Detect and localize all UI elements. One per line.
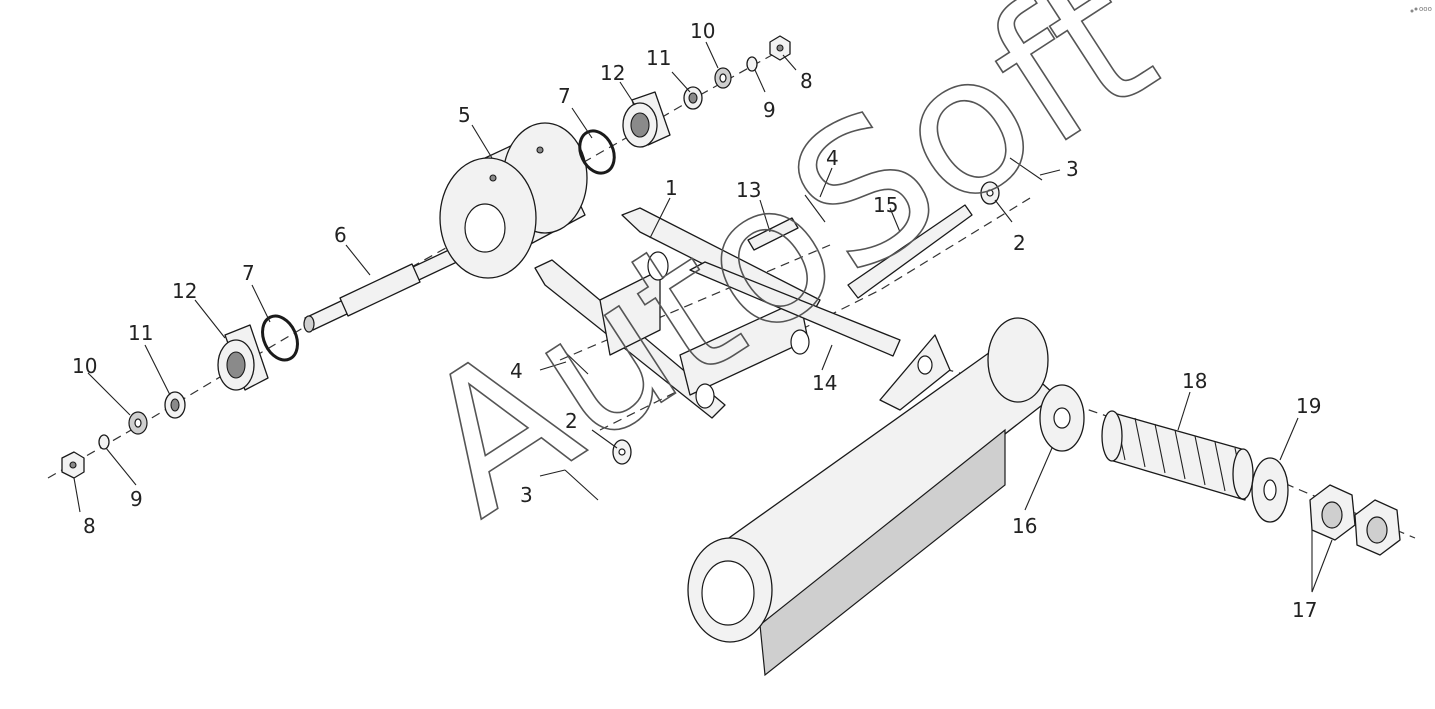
large-nut-b — [1354, 499, 1401, 556]
callout-17: 17 — [1292, 598, 1317, 622]
corner-logo-icon: ooo — [1410, 5, 1432, 13]
small-bearing-upper — [714, 67, 732, 89]
callout-4-lower: 4 — [510, 359, 523, 383]
callout-10-upper: 10 — [690, 19, 715, 43]
lock-washer-upper — [746, 56, 758, 72]
spring-part — [1101, 410, 1254, 501]
cotter-pin-lower — [564, 469, 599, 501]
watermark-text: AutoSoft — [384, 0, 1189, 558]
callout-14: 14 — [812, 371, 837, 395]
housing-drum-part — [439, 122, 588, 279]
bearing-upper — [622, 91, 671, 148]
callout-7-upper: 7 — [558, 84, 571, 108]
link-rod-part — [689, 261, 901, 357]
callout-11-upper: 11 — [646, 46, 671, 70]
large-washer-part — [1039, 384, 1085, 452]
callout-9-lower: 9 — [130, 487, 143, 511]
callout-15: 15 — [873, 193, 898, 217]
flat-washer-lower — [612, 439, 632, 465]
callout-16: 16 — [1012, 514, 1037, 538]
bushing-upper — [683, 86, 703, 110]
large-nut-a — [1309, 484, 1356, 541]
o-ring-lower — [261, 314, 299, 362]
callout-12-upper: 12 — [600, 61, 625, 85]
callout-19: 19 — [1296, 394, 1321, 418]
bushing-lower — [164, 391, 186, 419]
bearing-lower — [217, 324, 269, 391]
nut-upper — [769, 35, 791, 61]
callout-11-lower: 11 — [128, 321, 153, 345]
callout-10-lower: 10 — [72, 354, 97, 378]
callout-7-lower: 7 — [242, 261, 255, 285]
bracket-part — [534, 207, 821, 419]
leader-lines — [73, 41, 1333, 593]
callout-2-upper: 2 — [1013, 231, 1026, 255]
split-pin-upper — [804, 194, 826, 223]
callout-3-lower: 3 — [520, 483, 533, 507]
callout-5: 5 — [458, 103, 471, 127]
callout-13: 13 — [736, 178, 761, 202]
callout-2-lower: 2 — [565, 409, 578, 433]
spring-washer-part — [1251, 457, 1289, 523]
shaft-part — [303, 239, 479, 333]
lock-washer-lower — [98, 434, 110, 450]
small-bearing-lower — [128, 411, 148, 435]
callout-labels: 1 2 2 3 3 4 4 5 6 7 7 8 8 9 9 10 10 11 1… — [72, 19, 1321, 622]
svg-text:ooo: ooo — [1419, 5, 1432, 13]
flat-washer-upper — [980, 181, 1000, 205]
callout-1: 1 — [665, 176, 678, 200]
split-pin-lower — [564, 351, 589, 375]
tensioner-tube-body — [687, 317, 1056, 677]
callout-18: 18 — [1182, 369, 1207, 393]
callout-8-lower: 8 — [83, 514, 96, 538]
callout-8-upper: 8 — [800, 69, 813, 93]
cotter-pin-upper — [1009, 157, 1043, 181]
callout-9-upper: 9 — [763, 98, 776, 122]
nut-lower — [61, 451, 85, 479]
callout-3-upper: 3 — [1066, 157, 1079, 181]
rod-part — [847, 204, 973, 299]
callout-4-upper: 4 — [826, 146, 839, 170]
callout-6: 6 — [334, 223, 347, 247]
pin-part — [747, 217, 799, 251]
callout-12-lower: 12 — [172, 279, 197, 303]
